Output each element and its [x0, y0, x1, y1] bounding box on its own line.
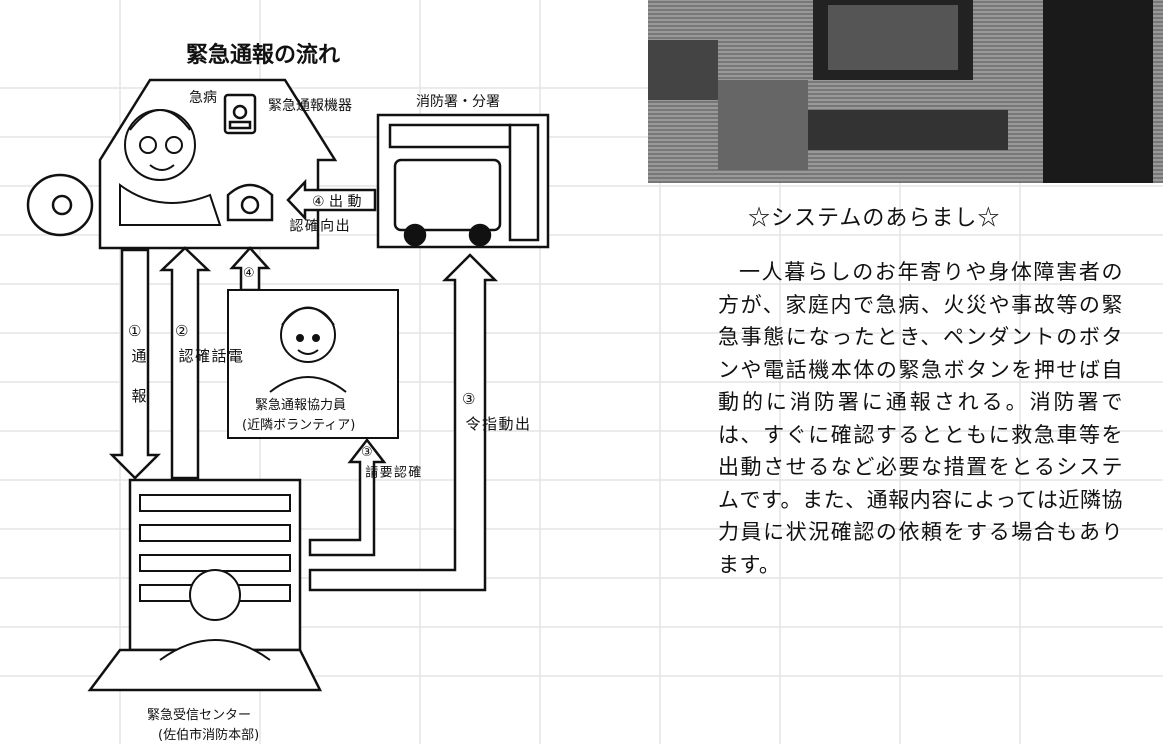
confirm-request-label: 確認要請 — [362, 465, 421, 479]
dispatch-order-num: ③ — [462, 390, 476, 408]
system-photo — [648, 0, 1163, 183]
computer-equipment-image — [648, 0, 1153, 183]
volunteer-sub: (近隣ボランティア) — [242, 417, 355, 433]
fire-station-label: 消防署・分署 — [416, 94, 500, 110]
device-label: 緊急通報機器 — [268, 98, 352, 114]
volunteer-person-icon — [269, 306, 347, 393]
dispatch-label: ④ 出 動 — [312, 194, 361, 210]
center-label: 緊急受信センター — [147, 708, 251, 723]
confirm-request-group: ③ 確認要請 — [361, 445, 420, 479]
center-sub: (佐伯市消防本部) — [158, 727, 259, 743]
system-description: 一人暮らしのお年寄りや身体障害者の方が、家庭内で急病、火災や事故等の緊急事態にな… — [718, 260, 1123, 577]
elderly-person-icon — [119, 109, 222, 226]
outgoing-confirm-label: 出向確認 — [287, 218, 350, 233]
dispatch-order-arrow — [308, 253, 499, 592]
dispatch-order-group: ③ 出動指令 — [462, 390, 531, 432]
report-arrow — [108, 248, 162, 480]
phone-confirm-num: ② — [175, 322, 189, 340]
house-illustration — [98, 78, 338, 250]
emergency-flow-diagram: 緊急通報の流れ 急病 緊急通報機器 消防署・分署 ④ 出 動 — [26, 42, 550, 743]
fire-station-icon — [376, 113, 550, 249]
phone-confirm-group: ② 電話確認 — [175, 322, 244, 364]
phone-confirm-label: 電話確認 — [176, 348, 245, 364]
telephone-icon — [226, 183, 274, 222]
operator-icon — [159, 569, 271, 661]
report-num: ① — [128, 322, 142, 340]
phone-confirm-arrow — [158, 246, 212, 480]
sick-label: 急病 — [189, 90, 217, 106]
emergency-center-building — [87, 478, 323, 692]
volunteer-label: 緊急通報協力員 — [255, 398, 346, 413]
emergency-device-icon — [223, 93, 257, 135]
step4-up-arrow — [229, 246, 271, 292]
confirm-request-arrow — [308, 437, 387, 557]
pendant-hand-icon — [26, 173, 94, 237]
volunteer-box — [227, 289, 399, 439]
system-title: ☆システムのあらまし☆ — [748, 206, 1001, 231]
dispatch-arrow — [286, 178, 377, 222]
step4-label: ④ — [243, 266, 255, 281]
diagram-title: 緊急通報の流れ — [186, 42, 340, 68]
confirm-request-num: ③ — [361, 445, 373, 460]
report-group: ① 通 報 — [128, 322, 148, 413]
dispatch-order-label: 出動指令 — [463, 416, 532, 432]
report-label: 通 報 — [129, 348, 148, 413]
